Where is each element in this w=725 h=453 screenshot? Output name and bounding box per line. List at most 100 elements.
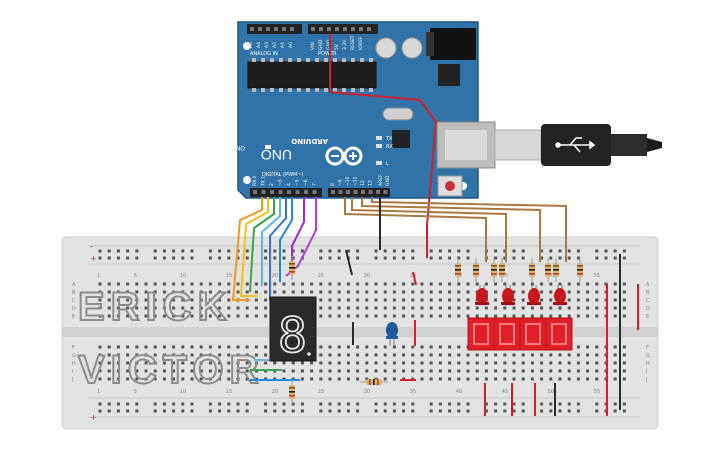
red-led[interactable] [553,285,567,306]
wire-pin-e[interactable] [269,197,287,300]
analog-pin-label: A3 [264,42,270,48]
rail-minus-label: - [90,242,93,251]
wire-brown-1[interactable] [344,197,487,262]
column-label: 20 [272,273,278,279]
column-label: 45 [502,273,508,279]
resistor[interactable] [289,256,295,280]
rail-plus-label: + [90,254,97,263]
column-label: 40 [456,389,462,395]
board-brand-label: ARDUINO [291,137,328,145]
power-jack[interactable] [430,28,476,60]
red-bar-display[interactable] [493,317,521,351]
row-label: I [72,369,73,375]
column-label: 35 [410,389,416,395]
column-label: 15 [226,389,232,395]
row-label: E [72,314,75,320]
resistor[interactable] [545,258,551,282]
column-label: 25 [318,389,324,395]
red-bar-display[interactable] [545,317,573,351]
red-bar-display[interactable] [519,317,547,351]
resistors[interactable] [289,256,583,404]
resistor[interactable] [455,258,461,282]
resistor[interactable] [553,258,559,282]
row-label: B [72,290,76,296]
wire-pin-g[interactable] [291,197,305,262]
on-led-label: ON [236,144,245,151]
atmega-chip [247,61,377,89]
column-label: 30 [364,273,370,279]
on-led [265,145,271,149]
blue-led[interactable] [386,322,398,346]
tx-label: TX [385,136,393,142]
rail-plus-label-bottom: + [90,413,97,422]
column-label: 5 [134,273,137,279]
power-pin-label: 3.3V [342,39,348,50]
row-label: H [646,361,650,367]
arduino-uno-board[interactable]: UNO ARDUINO ON TX RX L ANALOG IN POWER D… [236,21,496,199]
red-led[interactable] [501,285,515,306]
red-leds[interactable] [475,285,567,306]
row-label: H [72,361,76,367]
red-bar-displays[interactable] [467,317,573,351]
capacitor [401,37,423,59]
red-bar-display[interactable] [467,317,495,351]
analog-pin-label: A1 [280,42,286,48]
row-label: I [646,369,647,375]
power-pin-label: VIN [310,42,316,50]
wire-pin-f[interactable] [279,197,293,282]
digital-pin-label: 2 [269,183,275,186]
analog-pin-label: A2 [272,42,278,48]
analog-pin-label: A0 [288,42,294,48]
wire-pin-b[interactable] [239,197,269,297]
usb-cable[interactable] [494,124,662,166]
row-label: C [72,298,76,304]
aref-pin-label: AREF [378,174,384,186]
column-label: 20 [272,389,278,395]
column-label: 30 [364,389,370,395]
resistor[interactable] [289,380,295,404]
wire-pin-d[interactable] [261,197,281,286]
wires[interactable] [231,34,639,416]
column-label: 25 [318,273,324,279]
resistor[interactable] [529,258,535,282]
row-label: E [646,314,649,320]
display-digit: 8 [278,308,307,364]
digital-pin-label: ~9 [338,179,344,186]
resistor[interactable] [360,379,388,385]
row-label: B [646,290,650,296]
wire-brown-4[interactable] [371,197,567,262]
wire-brown-3[interactable] [361,197,541,262]
power-pin-label: GND [318,39,324,50]
resistor[interactable] [491,258,497,282]
column-label: 50 [548,273,554,279]
column-label: 1 [97,273,100,279]
digital-pin-label: 4 [286,183,292,186]
red-led[interactable] [527,285,541,306]
wire-brown-2[interactable] [351,197,507,262]
wire-pin-c[interactable] [249,197,275,293]
resistor[interactable] [499,258,505,282]
wire-5v[interactable] [329,34,438,258]
analog-pin-label: A5 [248,42,254,48]
resistor[interactable] [577,258,583,282]
red-led[interactable] [475,285,489,306]
digital-pin-label: ~5 [295,179,301,186]
wire-pin-a[interactable] [231,197,263,301]
voltage-regulator [438,64,460,86]
seven-segment-display[interactable]: 8 [269,296,317,365]
row-label: D [646,306,650,312]
name-text-erick: ERICK [78,285,232,329]
breadboard[interactable]: 1510152025303540455055151015202530354045… [61,236,659,430]
board-model-label: UNO [261,147,292,163]
digital-pin-label: ~10 [345,176,351,186]
crystal [382,107,414,121]
digital-pin-label: 13 [368,180,374,186]
resistor[interactable] [473,258,479,282]
name-text-victor: VICTOR [78,348,264,392]
row-label: F [72,345,75,351]
column-label: 10 [180,273,186,279]
capacitor [375,37,397,59]
digital-pin-label: RX 0 [252,175,258,186]
column-label: 15 [226,273,232,279]
